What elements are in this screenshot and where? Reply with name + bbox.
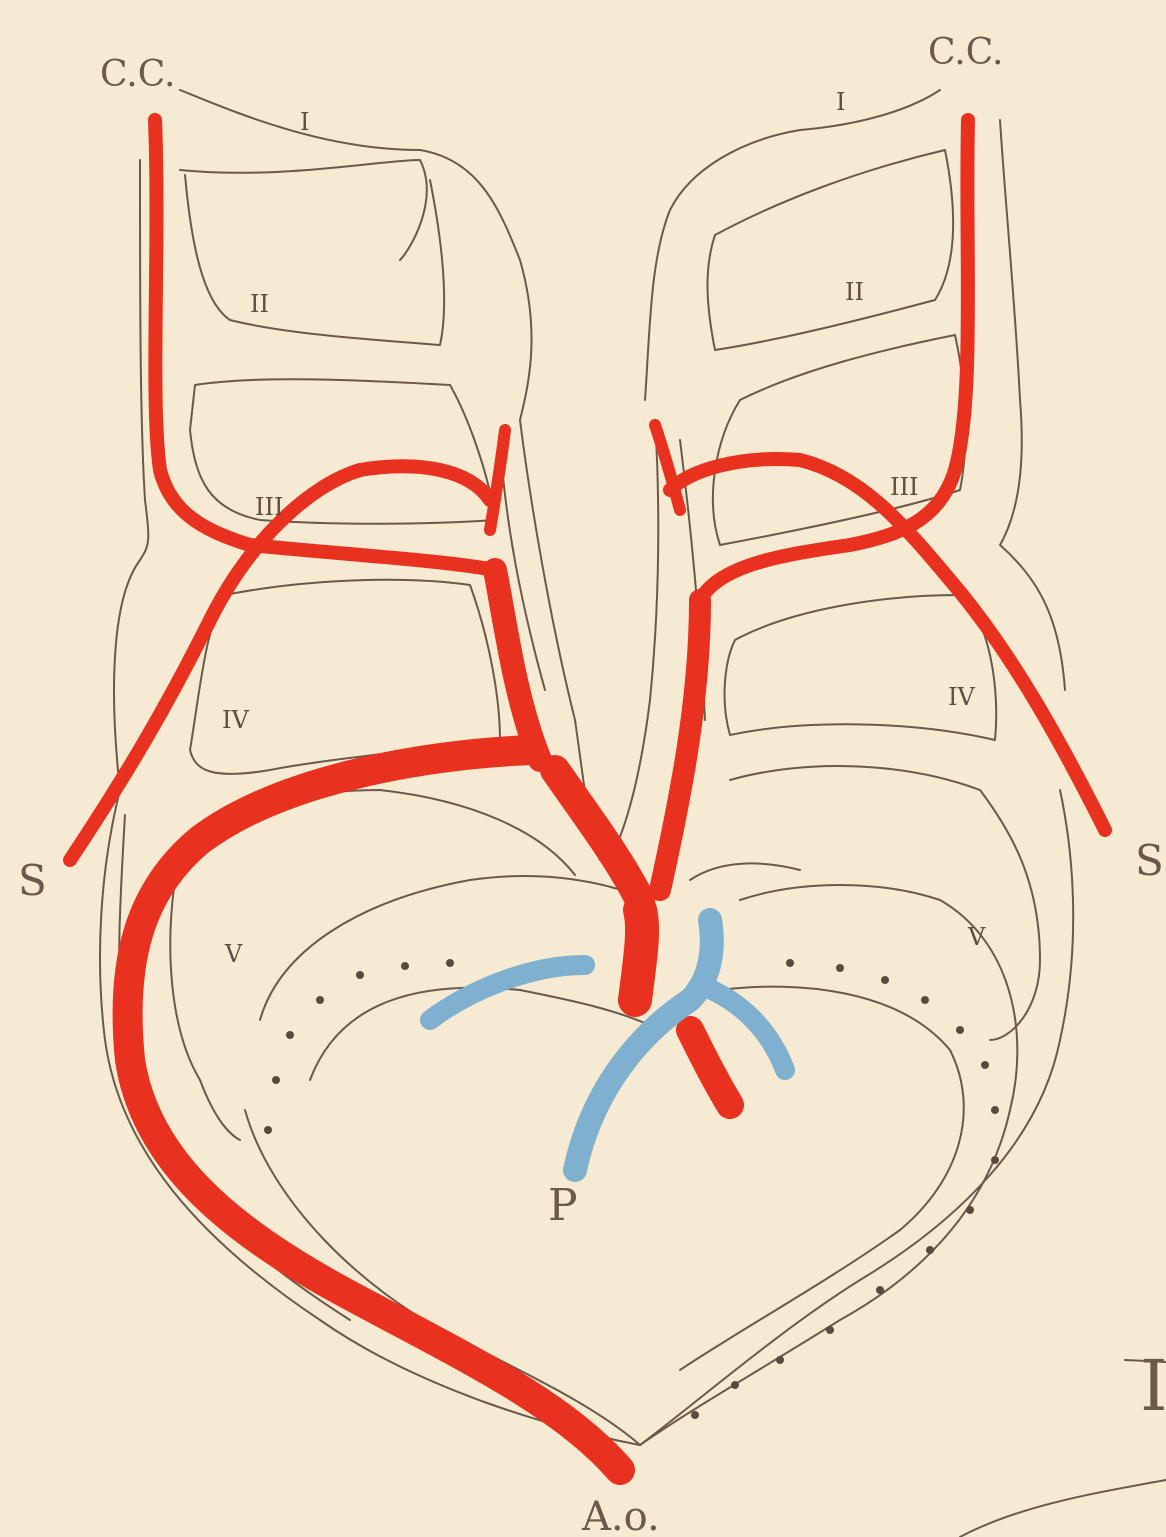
label-arch-5-right: V bbox=[967, 923, 986, 951]
label-pulmonary: P bbox=[548, 1180, 578, 1231]
label-arch-5-left: V bbox=[224, 940, 243, 968]
label-cc-left: C.C. bbox=[100, 54, 175, 95]
label-arch-2-left: II bbox=[250, 290, 269, 318]
ventral-aorta-stem bbox=[635, 910, 642, 1000]
label-s-right: S bbox=[1135, 836, 1164, 885]
plate-edge-line bbox=[960, 1480, 1166, 1537]
label-s-left: S bbox=[18, 856, 47, 905]
pulmonary-system bbox=[430, 920, 785, 1170]
ventral-aorta bbox=[555, 770, 640, 900]
left-trunk bbox=[495, 570, 540, 760]
label-arch-3-right: III bbox=[890, 473, 918, 501]
right-carotid bbox=[700, 120, 968, 600]
labels: C.C. C.C. S S P A.o. I I II II III III I… bbox=[18, 32, 1166, 1537]
aorta-main bbox=[128, 750, 620, 1470]
arterial-system bbox=[70, 120, 1105, 1470]
pulmonary-left-branch bbox=[430, 965, 585, 1020]
right-arch-3-branch bbox=[670, 459, 1105, 830]
label-arch-2-right: II bbox=[845, 278, 864, 306]
label-arch-1-right: I bbox=[836, 88, 845, 116]
dotted-channel-left bbox=[264, 959, 454, 1134]
label-aorta: A.o. bbox=[581, 1494, 660, 1537]
label-arch-4-left: IV bbox=[222, 706, 249, 734]
label-arch-1-left: I bbox=[300, 108, 309, 136]
left-carotid bbox=[155, 120, 495, 570]
dotted-channel-right bbox=[691, 959, 999, 1419]
label-cc-right: C.C. bbox=[928, 32, 1003, 73]
left-upper-branch bbox=[490, 430, 505, 530]
right-trunk bbox=[660, 600, 700, 890]
descending-segment bbox=[690, 1030, 730, 1105]
plate-fragment-label: I bbox=[1140, 1345, 1166, 1427]
label-arch-3-left: III bbox=[255, 493, 283, 521]
label-arch-4-right: IV bbox=[948, 683, 975, 711]
